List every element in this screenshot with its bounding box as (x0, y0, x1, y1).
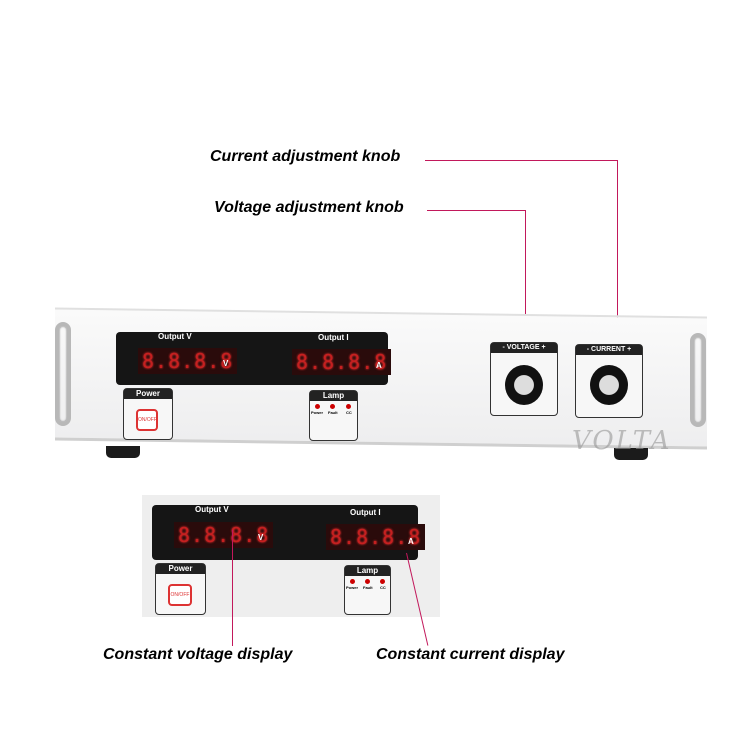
cc-display-callout: Constant current display (376, 646, 565, 663)
inset-power-label: Power (156, 564, 205, 574)
power-label: Power (124, 389, 172, 399)
inset-cc-led (380, 579, 385, 584)
left-handle (55, 322, 71, 426)
voltage-callout-line-h (427, 210, 526, 211)
inset-voltage-display: 8.8.8.8 (174, 522, 274, 548)
fault-led-label: Fault (328, 410, 338, 415)
lamp-label: Lamp (310, 391, 357, 401)
current-callout-line-v (617, 160, 618, 343)
inset-display-panel: Output V Output I 8.8.8.8 V 8.8.8.8 A (152, 505, 426, 560)
cc-led-label: CC (346, 410, 352, 415)
detail-inset: Output V Output I 8.8.8.8 V 8.8.8.8 A Po… (142, 495, 440, 617)
inset-lamp-label: Lamp (345, 566, 390, 576)
inset-cc-led-label: CC (380, 585, 386, 590)
inset-power-led (350, 579, 355, 584)
voltage-knob[interactable] (505, 365, 543, 405)
output-i-label: Output I (318, 333, 349, 342)
current-knob-callout: Current adjustment knob (210, 148, 401, 165)
on-off-button[interactable]: ON/OFF (136, 409, 158, 431)
foot-right (614, 448, 648, 460)
inset-current-display: 8.8.8.8 (326, 524, 426, 550)
a-unit: A (376, 361, 382, 370)
fault-led (330, 404, 335, 409)
voltage-knob-label: - VOLTAGE + (491, 343, 557, 353)
power-box: Power ON/OFF (123, 388, 173, 440)
inset-power-led-label: Power (346, 585, 359, 590)
foot-left (106, 446, 140, 458)
current-display: 8.8.8.8 (292, 349, 392, 375)
output-v-label: Output V (158, 332, 192, 341)
inset-output-v-label: Output V (195, 505, 229, 514)
current-knob-box: - CURRENT + (575, 344, 643, 418)
voltage-display: 8.8.8.8 (138, 348, 238, 374)
inset-a-unit: A (408, 537, 414, 546)
lamp-box: Lamp Power Fault CC (309, 390, 358, 441)
current-knob[interactable] (590, 365, 628, 405)
watermark: VOLTA (572, 426, 672, 456)
inset-fault-led (365, 579, 370, 584)
inset-output-i-label: Output I (350, 508, 381, 517)
power-led (315, 404, 320, 409)
inset-lamp-box: Lamp Power Fault CC (344, 565, 391, 615)
voltage-callout-line-v (525, 210, 526, 342)
display-panel: Output V Output I 8.8.8.8 V 8.8.8.8 A (116, 332, 392, 385)
inset-on-off-button[interactable]: ON/OFF (168, 584, 192, 606)
v-unit: V (223, 359, 229, 368)
power-led-label: Power (311, 410, 324, 415)
current-callout-line-h (425, 160, 618, 161)
cc-led (346, 404, 351, 409)
voltage-knob-box: - VOLTAGE + (490, 342, 558, 416)
inset-v-unit: V (258, 533, 264, 542)
inset-power-box: Power ON/OFF (155, 563, 206, 615)
inset-fault-led-label: Fault (363, 585, 373, 590)
voltage-knob-callout: Voltage adjustment knob (214, 199, 404, 216)
cv-callout-line (232, 530, 233, 646)
current-knob-label: - CURRENT + (576, 345, 642, 355)
cv-display-callout: Constant voltage display (103, 646, 293, 663)
right-handle (690, 333, 706, 427)
